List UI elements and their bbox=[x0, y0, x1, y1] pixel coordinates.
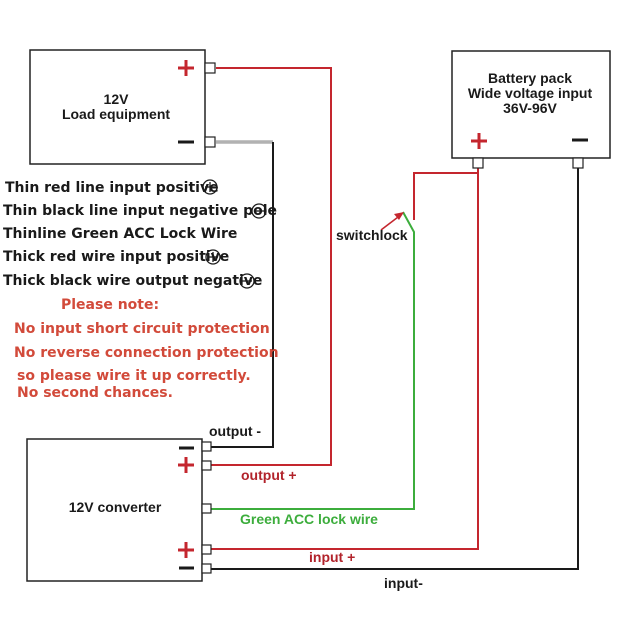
plus-circle-icon bbox=[202, 179, 218, 195]
wire-green-acc bbox=[209, 211, 415, 510]
converter-input-plus-sign bbox=[178, 542, 194, 558]
wire-input-positive bbox=[209, 168, 479, 550]
converter-terminal-input-negative bbox=[201, 563, 212, 574]
converter-terminal-output-negative bbox=[201, 441, 212, 452]
switchlock-label: switchlock bbox=[336, 227, 408, 243]
load-label-voltage: 12V bbox=[104, 91, 130, 107]
input-positive-label: input + bbox=[309, 549, 355, 565]
wire-output-negative bbox=[209, 142, 274, 448]
battery-plus-sign bbox=[471, 133, 487, 149]
note-line: No input short circuit protection bbox=[14, 321, 270, 337]
note-line: No second chances. bbox=[17, 385, 173, 401]
converter-terminal-acc bbox=[201, 503, 212, 514]
output-negative-label: output - bbox=[209, 423, 261, 439]
legend-item-thin-green: Thinline Green ACC Lock Wire bbox=[3, 226, 237, 242]
converter-terminal-output-positive bbox=[201, 460, 212, 471]
minus-circle-icon bbox=[251, 203, 267, 219]
note-line: so please wire it up correctly. bbox=[17, 368, 251, 384]
note-line: No reverse connection protection bbox=[14, 345, 279, 361]
green-acc-label: Green ACC lock wire bbox=[240, 511, 378, 527]
legend-item-thick-black: Thick black wire output negative bbox=[3, 273, 262, 289]
battery-label-title: Battery pack bbox=[488, 70, 572, 86]
battery-terminal-positive bbox=[472, 157, 484, 169]
output-positive-label: output + bbox=[241, 467, 297, 483]
legend-item-thick-red: Thick red wire input positive bbox=[3, 249, 229, 265]
wire-output-positive bbox=[209, 67, 332, 466]
legend-item-thin-red: Thin red line input positive bbox=[5, 180, 219, 196]
load-terminal-positive bbox=[204, 62, 216, 74]
wire-battery-positive-switch bbox=[413, 168, 479, 220]
converter-label: 12V converter bbox=[69, 499, 162, 515]
load-equipment-box bbox=[29, 49, 206, 165]
legend-item-thin-black: Thin black line input negative pole bbox=[3, 203, 277, 219]
load-label-name: Load equipment bbox=[62, 106, 170, 122]
converter-terminal-input-positive bbox=[201, 544, 212, 555]
battery-label-subtitle: Wide voltage input bbox=[468, 85, 593, 101]
minus-circle-icon bbox=[239, 273, 255, 289]
note-title: Please note: bbox=[61, 297, 159, 313]
converter-output-plus-sign bbox=[178, 457, 194, 473]
plus-circle-icon bbox=[205, 249, 221, 265]
load-terminal-negative bbox=[204, 136, 216, 148]
battery-terminal-negative bbox=[572, 157, 584, 169]
converter-box bbox=[26, 438, 203, 582]
switchlock-arrowhead bbox=[394, 212, 404, 220]
wire-input-negative bbox=[209, 168, 579, 570]
battery-label-voltage: 36V-96V bbox=[503, 100, 557, 116]
input-negative-label: input- bbox=[384, 575, 423, 591]
load-plus-sign bbox=[178, 60, 194, 76]
